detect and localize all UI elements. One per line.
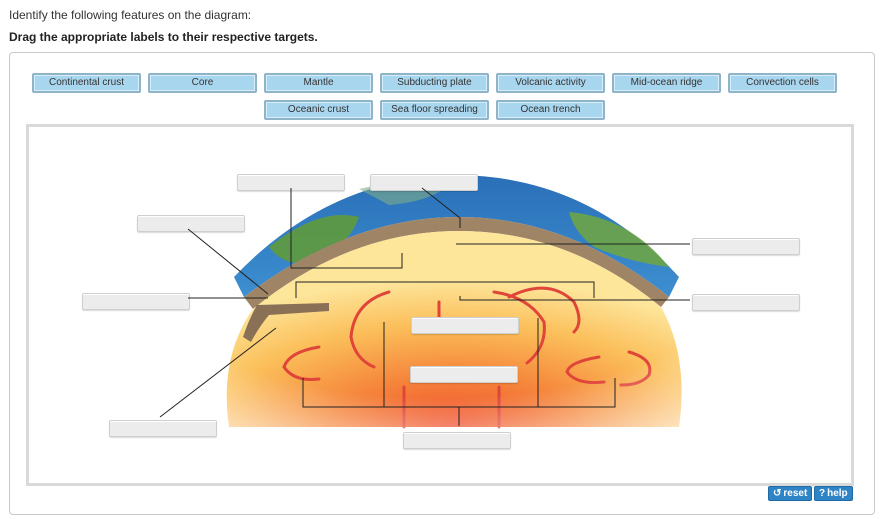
reset-label: reset (783, 488, 808, 499)
drop-target-3[interactable] (137, 215, 245, 232)
label-convection-cells[interactable]: Convection cells (728, 73, 837, 93)
drop-target-6[interactable] (692, 294, 800, 311)
drop-target-7[interactable] (411, 317, 519, 334)
drop-target-2[interactable] (370, 174, 478, 191)
instruction-heading: Drag the appropriate labels to their res… (9, 30, 318, 44)
reset-icon: ↺ (773, 488, 782, 499)
help-icon: ? (819, 488, 826, 499)
help-label: help (827, 488, 848, 499)
drop-target-5[interactable] (82, 293, 190, 310)
earth-cross-section-diagram (26, 124, 854, 486)
label-subducting-plate[interactable]: Subducting plate (380, 73, 489, 93)
drop-target-4[interactable] (692, 238, 800, 255)
help-button[interactable]: ?help (814, 486, 853, 501)
label-ocean-trench[interactable]: Ocean trench (496, 100, 605, 120)
drop-target-9[interactable] (109, 420, 217, 437)
drop-target-10[interactable] (403, 432, 511, 449)
label-mid-ocean-ridge[interactable]: Mid-ocean ridge (612, 73, 721, 93)
instruction-text: Identify the following features on the d… (9, 8, 252, 22)
label-volcanic-activity[interactable]: Volcanic activity (496, 73, 605, 93)
label-continental-crust[interactable]: Continental crust (32, 73, 141, 93)
drop-target-8[interactable] (410, 366, 518, 383)
drop-target-1[interactable] (237, 174, 345, 191)
label-sea-floor-spreading[interactable]: Sea floor spreading (380, 100, 489, 120)
reset-button[interactable]: ↺reset (768, 486, 813, 501)
label-core[interactable]: Core (148, 73, 257, 93)
label-oceanic-crust[interactable]: Oceanic crust (264, 100, 373, 120)
label-mantle[interactable]: Mantle (264, 73, 373, 93)
